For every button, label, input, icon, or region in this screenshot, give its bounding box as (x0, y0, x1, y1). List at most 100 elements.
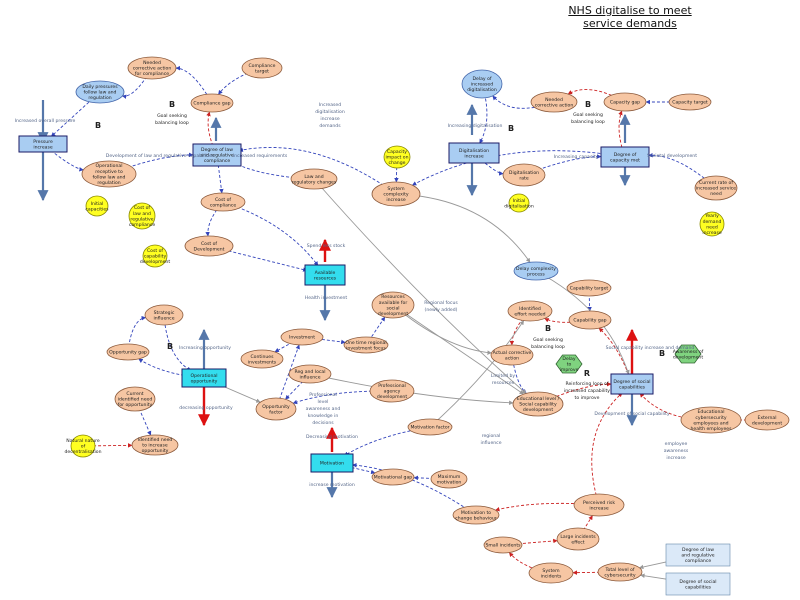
node-label-operational-receptive-line-1: Operational (96, 163, 123, 169)
annotation-flow-dev-law: Development of law and regulative capabi… (106, 153, 215, 159)
node-capability-target[interactable]: Capability target (566, 279, 612, 297)
node-label-regional-local-line-2: influence (299, 374, 320, 380)
node-shape-awareness-dev (674, 344, 702, 364)
node-shape-operational-opportunity (181, 368, 227, 388)
link-large_incidents-to-perceived_risk (577, 515, 593, 540)
node-label-cost-capability-y-line-1: Cost of (147, 248, 163, 254)
flows-layer (37, 100, 638, 499)
node-capacity-target[interactable]: Capacity target (668, 93, 712, 111)
annotation-flow-social-cap-demand: Social capability increase and demand (606, 345, 695, 351)
annotation-flow-limited: Limited by (491, 373, 516, 379)
node-label-cost-of-compliance-line-2: compliance (210, 202, 237, 208)
node-label-deg-social-cap-box-line-1: Degree of social (679, 579, 716, 585)
node-investment[interactable]: Investment (280, 328, 324, 346)
node-label-pressure-increase-line-2: increase (33, 144, 53, 150)
link-current_rate_demand-to-degree_capacity_met (648, 152, 717, 189)
node-label-cost-capability-y-line-3: development (140, 259, 171, 265)
node-shape-current-identified (114, 386, 156, 412)
annotation-flow-inc-digital: Increasing digitalisation (448, 123, 503, 129)
node-motivational-gap[interactable]: Motivational gap (371, 468, 415, 486)
node-capacity-gap[interactable]: Capacity gap (603, 92, 647, 112)
node-shape-initial-capacities (85, 195, 109, 217)
node-shape-current-rate-demand (694, 175, 738, 201)
node-label-initial-capacities-line-2: capacities (85, 206, 109, 212)
node-shape-digitalisation-rate (502, 163, 546, 187)
annotation-r1-label3: to improve (575, 395, 600, 401)
link-capability_gap-to-identified_effort (544, 318, 591, 323)
annotation-b5-label2: balancing loop (531, 344, 565, 350)
node-shape-deg-social-cap-box (665, 572, 731, 596)
node-capability-gap[interactable]: Capability gap (568, 310, 612, 330)
node-social-capability-dev[interactable]: Educational level /Social capabilitydeve… (512, 391, 564, 417)
link-resources_social-to-social_capability_dev (392, 304, 524, 395)
node-label-yearly-demand-line-3: need (706, 224, 718, 230)
node-label-current-rate-demand-line-1: Current rate of (699, 180, 733, 186)
node-motivation-factor[interactable]: Motivation factor (407, 418, 453, 436)
node-label-degree-law-compliance-line-1: Degree of law (201, 147, 233, 153)
node-small-incidents[interactable]: Small incidents (483, 536, 523, 554)
annotation-flow-inc-digital-top3: increase (320, 116, 340, 122)
node-label-current-rate-demand-line-3: need (710, 191, 722, 197)
node-motivation[interactable]: Motivation (310, 453, 354, 473)
node-opportunity-gap[interactable]: Opportunity gap (106, 343, 150, 361)
annotation-flow-prof3: awareness and (306, 406, 341, 412)
node-shape-motivational-gap (371, 468, 415, 486)
node-label-opportunity-gap-line-1: Opportunity gap (109, 350, 147, 356)
node-label-delay-digital-line-2: increased (471, 82, 493, 88)
annotation-flow-prof4: knowledge in (308, 413, 339, 419)
node-shape-actual-corrective (490, 344, 534, 366)
node-label-maximum-motivation-line-1: Maximum (438, 474, 461, 480)
node-compliance-gap[interactable]: Compliance gap (190, 93, 234, 113)
